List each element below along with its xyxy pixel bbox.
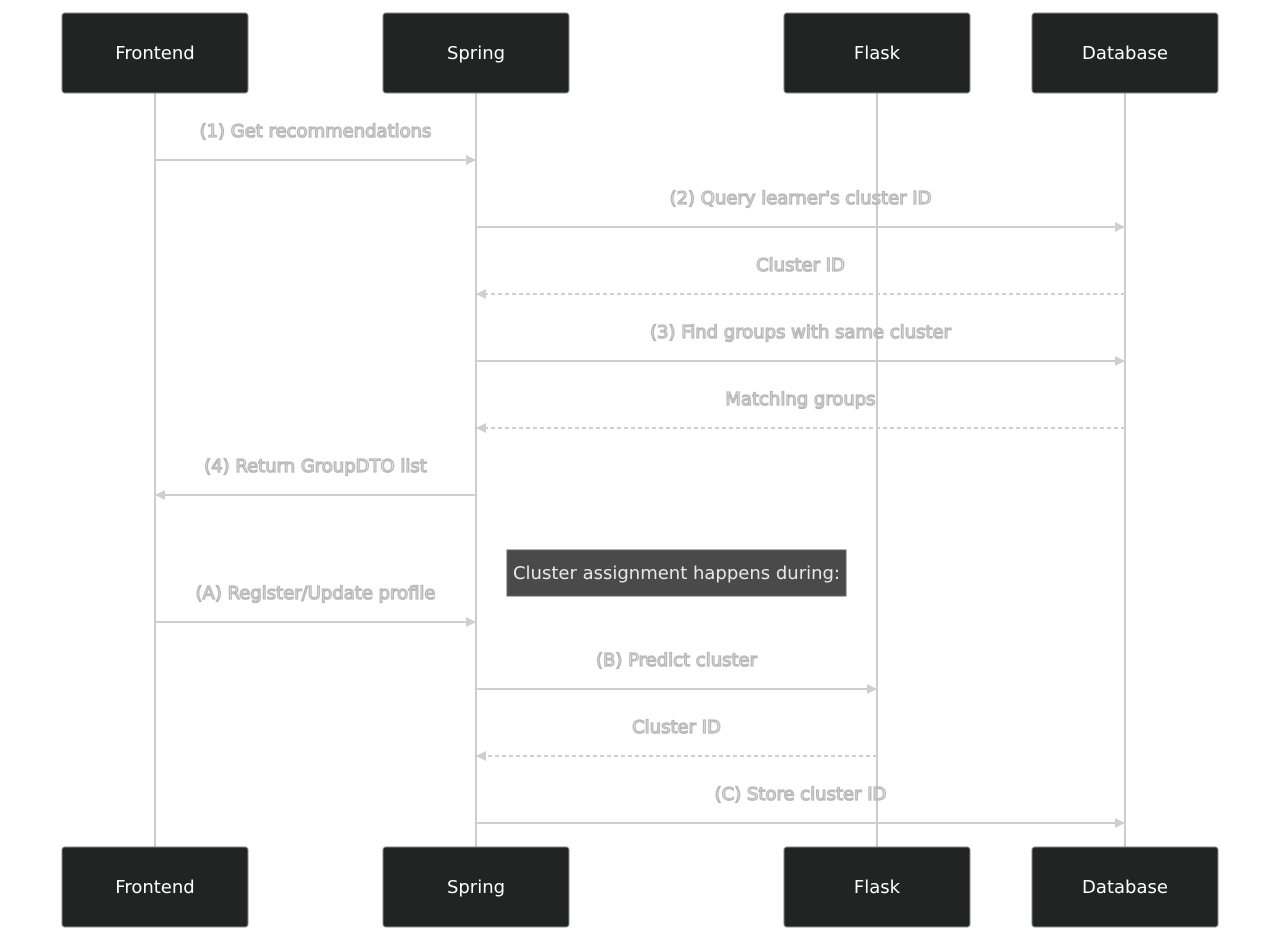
actor-label: Spring (447, 877, 505, 898)
actor-box (382, 846, 570, 928)
message-4: (3) Find groups with same cluster (476, 321, 1125, 366)
message-5: Matching groups (476, 388, 1125, 433)
messages: (1) Get recommendations (2) Query learner… (155, 120, 1125, 828)
message-11: (C) Store cluster ID (476, 783, 1125, 828)
actor-label: Database (1082, 877, 1168, 898)
note-text: Cluster assignment happens during: (513, 563, 840, 584)
actor-spring-bottom: Spring (382, 846, 570, 928)
actor-box (1031, 846, 1219, 928)
message-9: (B) Predict cluster (476, 649, 877, 694)
message-label: (3) Find groups with same cluster (650, 322, 952, 343)
note: Cluster assignment happens during: (506, 549, 847, 597)
actor-database-top: Database (1031, 12, 1219, 94)
actors: FrontendFrontendSpringSpringFlaskFlaskDa… (61, 12, 1219, 928)
actor-label: Flask (854, 877, 901, 898)
actor-box (783, 12, 971, 94)
actor-label: Spring (447, 43, 505, 64)
actor-label: Frontend (115, 43, 194, 64)
message-3: Cluster ID (476, 254, 1125, 299)
message-label: (1) Get recommendations (200, 121, 432, 142)
lifelines (154, 93, 1126, 847)
message-label: Cluster ID (756, 255, 845, 276)
actor-box (61, 846, 249, 928)
actor-frontend-bottom: Frontend (61, 846, 249, 928)
message-8: (A) Register/Update profile (155, 582, 476, 627)
actor-flask-bottom: Flask (783, 846, 971, 928)
actor-spring-top: Spring (382, 12, 570, 94)
actor-box (382, 12, 570, 94)
actor-box (783, 846, 971, 928)
message-label: (4) Return GroupDTO list (204, 456, 427, 477)
note-box (506, 549, 847, 597)
actor-database-bottom: Database (1031, 846, 1219, 928)
message-10: Cluster ID (476, 716, 877, 761)
actor-label: Flask (854, 43, 901, 64)
message-1: (1) Get recommendations (155, 120, 476, 165)
message-label: Matching groups (725, 389, 875, 410)
message-label: (A) Register/Update profile (195, 583, 435, 604)
actor-label: Frontend (115, 877, 194, 898)
actor-frontend-top: Frontend (61, 12, 249, 94)
actor-box (1031, 12, 1219, 94)
message-2: (2) Query learner's cluster ID (476, 187, 1125, 232)
message-label: (C) Store cluster ID (715, 784, 887, 805)
message-label: (B) Predict cluster (596, 650, 758, 671)
actor-box (61, 12, 249, 94)
actor-flask-top: Flask (783, 12, 971, 94)
message-label: Cluster ID (632, 717, 721, 738)
message-label: (2) Query learner's cluster ID (670, 188, 932, 209)
message-6: (4) Return GroupDTO list (155, 455, 476, 500)
actor-label: Database (1082, 43, 1168, 64)
